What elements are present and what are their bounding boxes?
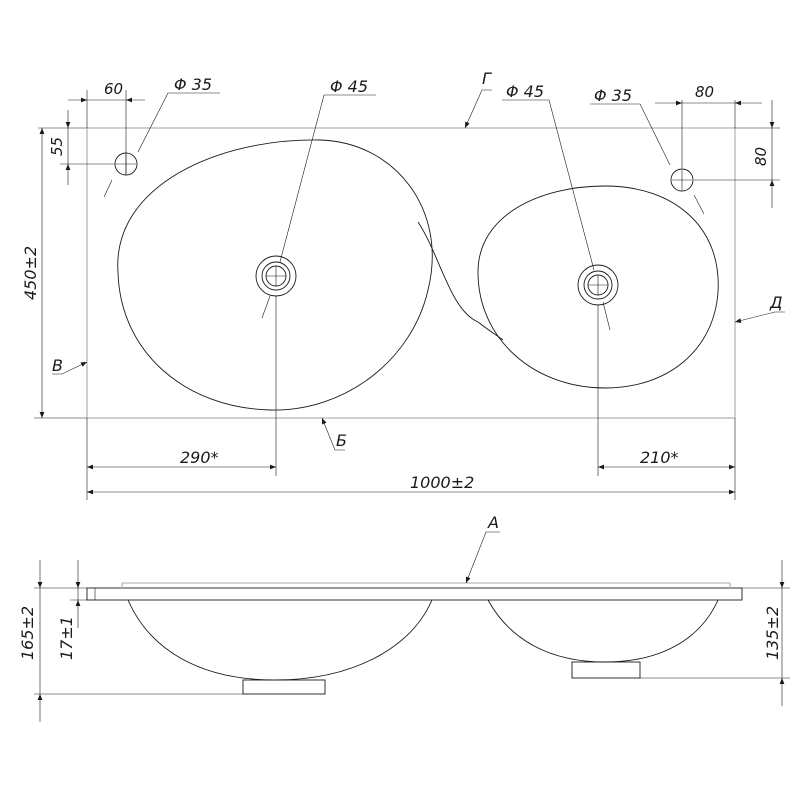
dim-depth [34,128,87,419]
dim-left-hole-y [38,110,115,185]
dim-right-height [640,560,790,706]
label-dim-right-height: 135±2 [763,606,782,660]
right-tap-hole [670,168,694,192]
label-dim-left-hole-x: 60 [104,80,123,98]
dim-left-drain [86,296,277,500]
dim-total-height [34,560,243,722]
label-dim-left-drain: 290* [180,448,219,467]
right-drain [577,264,619,306]
countertop-slab [86,587,743,601]
right-basin-profile [487,599,719,663]
right-basin-outline [477,185,719,389]
label-surface: А [487,513,499,532]
plan-view: Φ 35 Φ 45 Φ 45 Φ 35 60 80 55 80 450±2 29… [21,69,785,500]
leader-edge-front [321,417,345,451]
dim-slab [70,560,87,628]
label-dim-total-height: 165±2 [18,606,37,660]
leader-edge-right [734,311,785,323]
label-hole-small-right: Φ 35 [594,86,632,105]
dim-right-hole-x [655,100,762,168]
leader-surface [465,531,500,584]
label-dim-total-width: 1000±2 [410,473,474,492]
leader-edge-left [52,361,88,375]
left-drain [255,255,297,297]
leader-right-tap [590,103,705,215]
section-view: А 165±2 17±1 135±2 [18,513,790,722]
label-dim-depth: 450±2 [21,246,40,300]
left-basin-profile [127,599,433,681]
dim-right-drain [597,305,736,500]
leader-right-drain [502,99,611,331]
label-edge-right: Д [769,293,783,312]
label-edge-left: В [52,356,63,375]
label-dim-right-hole-y: 80 [752,147,770,166]
label-edge-front: Б [336,431,347,450]
label-hole-small-left: Φ 35 [174,75,212,94]
label-dim-right-hole-x: 80 [695,83,714,101]
leader-edge-back [464,89,492,129]
leader-left-tap [103,92,220,198]
label-dim-right-drain: 210* [640,448,679,467]
basin-transition-curve [417,221,504,341]
left-basin-outline [117,139,433,411]
right-drain-outlet [571,661,641,679]
label-dim-left-hole-y: 55 [48,137,66,156]
dim-left-hole-x [68,90,145,175]
countertop-outline [86,127,736,419]
label-drain-right: Φ 45 [506,82,544,101]
label-edge-back: Г [482,69,492,88]
leader-left-drain [261,94,376,319]
label-dim-slab: 17±1 [57,616,76,660]
label-drain-left: Φ 45 [330,77,368,96]
left-drain-outlet [242,679,326,695]
dim-right-hole-y [694,100,780,208]
